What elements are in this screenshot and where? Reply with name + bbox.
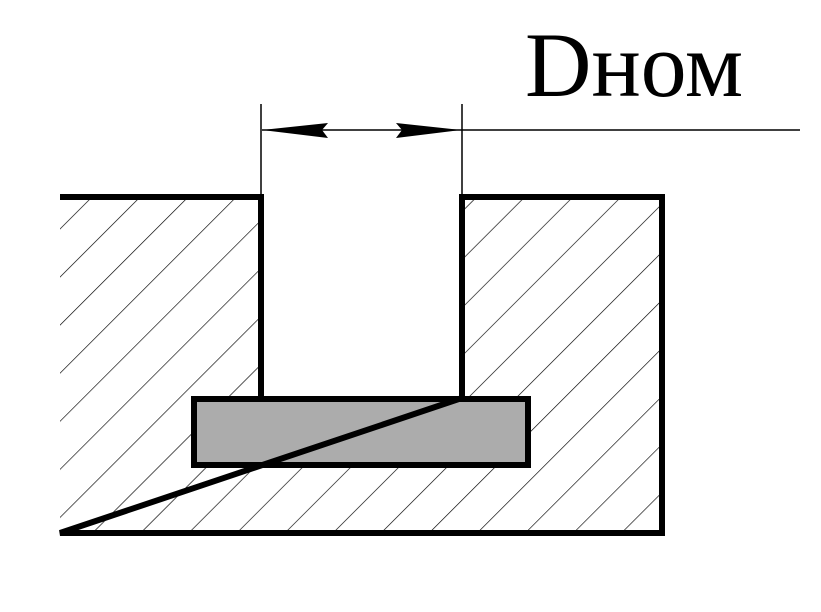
dimension-label: Dном: [525, 14, 743, 116]
arrowhead-right: [396, 123, 461, 138]
body-outline: [59, 194, 665, 536]
arrowhead-left: [262, 123, 328, 138]
hatched-body: [60, 197, 662, 533]
insert-bar: [191, 396, 531, 468]
